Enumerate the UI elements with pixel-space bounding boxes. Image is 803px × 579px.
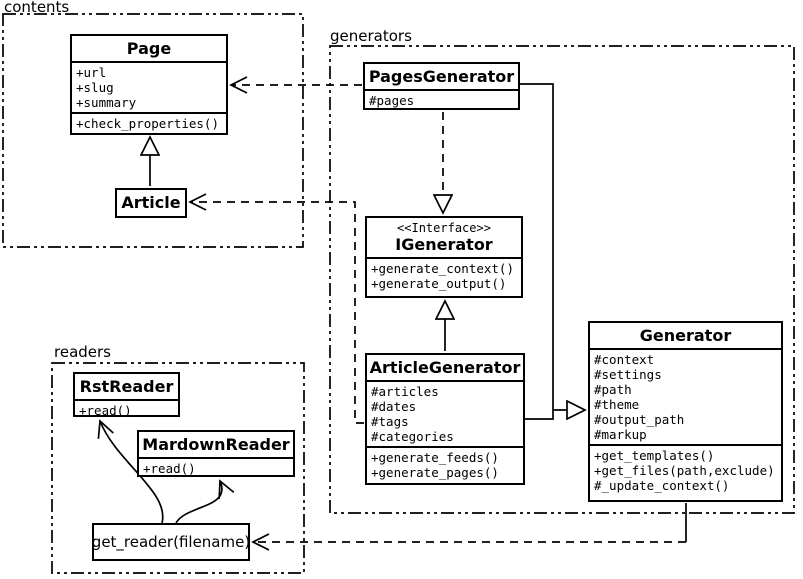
class-page-methods: +check_properties() bbox=[72, 112, 226, 133]
class-pagesgenerator: PagesGenerator #pages bbox=[363, 62, 520, 110]
interface-stereotype: <<Interface>> bbox=[397, 221, 491, 235]
interface-igenerator-methods: +generate_context() +generate_output() bbox=[367, 257, 521, 293]
class-page-title: Page bbox=[126, 39, 172, 58]
method: #_update_context() bbox=[594, 478, 730, 493]
attribute: #theme bbox=[594, 397, 640, 412]
method: +generate_output() bbox=[371, 276, 507, 291]
package-label-readers: readers bbox=[54, 343, 111, 361]
method: +get_files(path,exclude) bbox=[594, 463, 775, 478]
method: +generate_pages() bbox=[371, 465, 499, 480]
attribute: +slug bbox=[76, 80, 114, 95]
package-label-contents: contents bbox=[4, 0, 70, 16]
method: +get_templates() bbox=[594, 448, 715, 463]
class-page-attributes: +url +slug +summary bbox=[72, 61, 226, 112]
class-mardownreader-methods: +read() bbox=[139, 457, 293, 476]
class-pagesgenerator-title: PagesGenerator bbox=[368, 67, 515, 86]
class-pagesgenerator-attributes: #pages bbox=[365, 89, 518, 108]
method: +read() bbox=[143, 461, 196, 476]
class-generator-methods: +get_templates() +get_files(path,exclude… bbox=[590, 444, 781, 495]
function-box-label: get_reader(filename) bbox=[92, 533, 250, 551]
interface-igenerator: <<Interface>> IGenerator +generate_conte… bbox=[365, 216, 523, 298]
attribute: #pages bbox=[369, 93, 415, 108]
method: +read() bbox=[79, 403, 132, 417]
attribute: #dates bbox=[371, 399, 417, 414]
method: +check_properties() bbox=[76, 116, 219, 131]
class-article: Article bbox=[115, 188, 187, 218]
attribute: +url bbox=[76, 65, 107, 80]
attribute: #output_path bbox=[594, 412, 685, 427]
attribute: #markup bbox=[594, 427, 647, 442]
class-articlegenerator: ArticleGenerator #articles #dates #tags … bbox=[365, 353, 525, 485]
package-border-readers bbox=[51, 362, 305, 574]
method: +generate_feeds() bbox=[371, 450, 499, 465]
class-articlegenerator-attributes: #articles #dates #tags #categories bbox=[367, 380, 523, 446]
attribute: #articles bbox=[371, 384, 439, 399]
class-article-title: Article bbox=[121, 193, 181, 212]
class-articlegenerator-title: ArticleGenerator bbox=[369, 358, 521, 377]
attribute: +summary bbox=[76, 95, 137, 110]
method: +generate_context() bbox=[371, 261, 514, 276]
class-mardownreader-title: MardownReader bbox=[142, 435, 290, 454]
edge-generator-uses-getreader bbox=[251, 503, 687, 551]
attribute: #settings bbox=[594, 367, 662, 382]
attribute: #categories bbox=[371, 429, 454, 444]
edge-getreader-to-mardownreader bbox=[175, 479, 235, 524]
edge-generators-extend-generator bbox=[520, 83, 585, 419]
attribute: #tags bbox=[371, 414, 409, 429]
attribute: #path bbox=[594, 382, 632, 397]
class-mardownreader: MardownReader +read() bbox=[137, 430, 295, 477]
class-page: Page +url +slug +summary +check_properti… bbox=[70, 34, 228, 135]
interface-igenerator-title: IGenerator bbox=[395, 235, 493, 254]
class-generator-attributes: #context #settings #path #theme #output_… bbox=[590, 348, 781, 444]
attribute: #context bbox=[594, 352, 655, 367]
package-border-contents bbox=[2, 13, 304, 248]
interface-igenerator-header: <<Interface>> IGenerator bbox=[367, 218, 521, 257]
class-articlegenerator-methods: +generate_feeds() +generate_pages() bbox=[367, 446, 523, 482]
class-rstreader: RstReader +read() bbox=[73, 372, 180, 417]
edge-articlegenerator-uses-article bbox=[188, 193, 364, 424]
package-label-generators: generators bbox=[330, 27, 412, 45]
function-box-get-reader: get_reader(filename) bbox=[92, 523, 250, 561]
class-generator: Generator #context #settings #path #them… bbox=[588, 321, 783, 502]
class-rstreader-methods: +read() bbox=[75, 399, 178, 417]
class-generator-title: Generator bbox=[639, 326, 732, 345]
class-rstreader-title: RstReader bbox=[79, 377, 174, 396]
